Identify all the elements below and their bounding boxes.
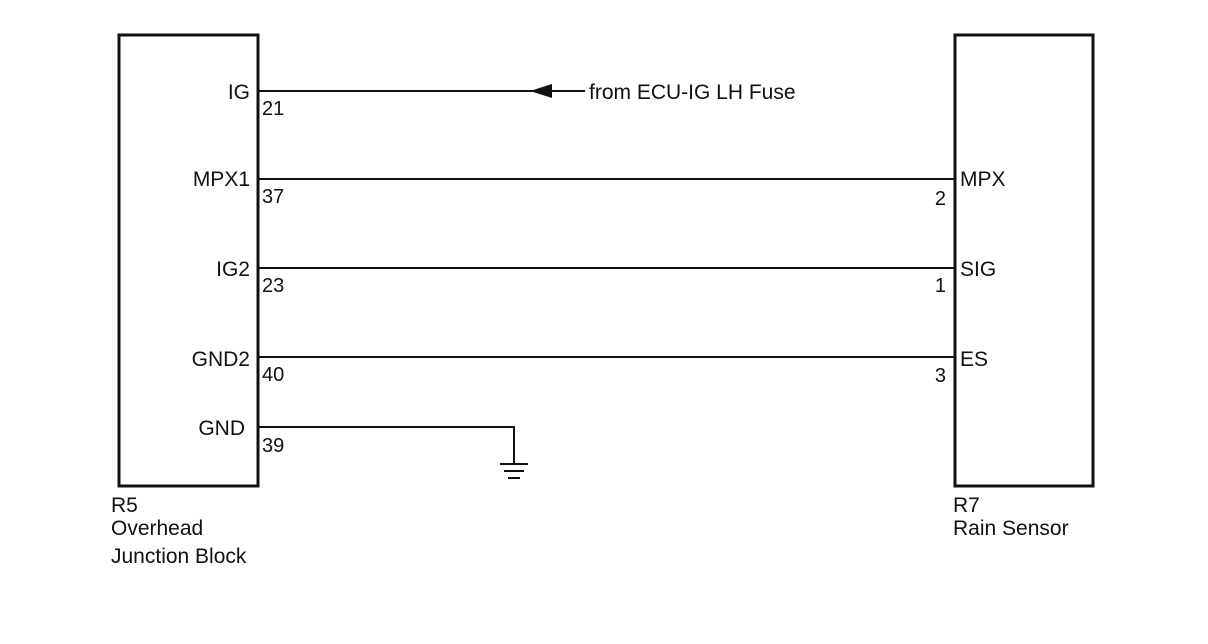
r5-pin-number-40: 40 xyxy=(262,364,284,386)
r5-pin-label-ig2: IG2 xyxy=(216,258,250,281)
r5-pin-number-21: 21 xyxy=(262,98,284,120)
r5-pin-label-mpx1: MPX1 xyxy=(193,168,250,191)
r5-pin-label-ig: IG xyxy=(228,81,250,104)
r5-pin-label-gnd2: GND2 xyxy=(192,348,250,371)
r5-component-box xyxy=(117,33,260,488)
arrow-icon xyxy=(530,84,552,98)
r7-component-name: Rain Sensor xyxy=(953,517,1069,540)
r7-pin-label-es: ES xyxy=(960,348,988,371)
r5-pin-number-23: 23 xyxy=(262,275,284,297)
r7-component-box xyxy=(953,33,1095,488)
external-source-label: from ECU-IG LH Fuse xyxy=(589,81,796,104)
r7-pin-label-sig: SIG xyxy=(960,258,996,281)
r5-component-name-line1: Overhead xyxy=(111,517,203,540)
r5-component-name-line2: Junction Block xyxy=(111,545,247,568)
ground-icon xyxy=(500,463,528,479)
wire-gnd-39 xyxy=(258,426,515,463)
r5-component-id: R5 xyxy=(111,494,138,517)
r7-component-id: R7 xyxy=(953,494,980,517)
r5-pin-number-39: 39 xyxy=(262,435,284,457)
r5-pin-number-37: 37 xyxy=(262,186,284,208)
r7-pin-number-2: 2 xyxy=(935,188,946,210)
r7-pin-number-1: 1 xyxy=(935,275,946,297)
r7-pin-number-3: 3 xyxy=(935,365,946,387)
r5-pin-label-gnd: GND xyxy=(198,417,245,440)
r7-pin-label-mpx: MPX xyxy=(960,168,1006,191)
